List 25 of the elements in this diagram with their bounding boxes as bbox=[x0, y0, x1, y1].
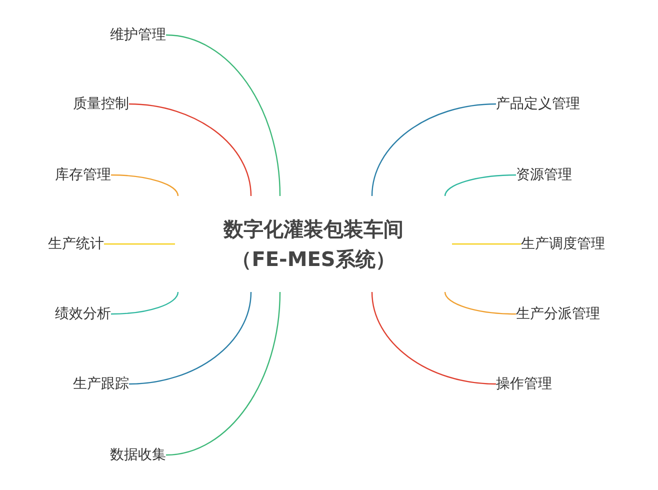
branch-line bbox=[166, 34, 281, 196]
branch-line bbox=[444, 292, 516, 315]
branch-line bbox=[452, 243, 521, 245]
branch-topic: 质量控制 bbox=[73, 93, 129, 115]
branch-line bbox=[166, 292, 281, 456]
branch-topic: 维护管理 bbox=[110, 24, 166, 46]
branch-topic: 资源管理 bbox=[516, 164, 572, 186]
branch-topic: 绩效分析 bbox=[55, 303, 111, 325]
branch-line bbox=[444, 174, 516, 196]
branch-topic: 产品定义管理 bbox=[496, 93, 580, 115]
branch-line bbox=[110, 292, 179, 315]
branch-topic: 生产调度管理 bbox=[521, 233, 605, 255]
branch-line bbox=[104, 243, 175, 245]
branch-line bbox=[128, 292, 252, 385]
branch-topic: 数据收集 bbox=[110, 444, 166, 466]
central-topic: 数字化灌装包装车间（FE-MES系统） bbox=[222, 216, 404, 273]
branch-topic: 库存管理 bbox=[55, 164, 111, 186]
branch-topic: 生产统计 bbox=[48, 233, 104, 255]
branch-topic: 生产跟踪 bbox=[73, 373, 129, 395]
branch-line bbox=[371, 292, 496, 385]
branch-line bbox=[128, 103, 252, 196]
branch-line bbox=[110, 174, 179, 196]
branch-topic: 操作管理 bbox=[496, 373, 552, 395]
branch-topic: 生产分派管理 bbox=[516, 303, 600, 325]
branch-line bbox=[371, 103, 496, 196]
